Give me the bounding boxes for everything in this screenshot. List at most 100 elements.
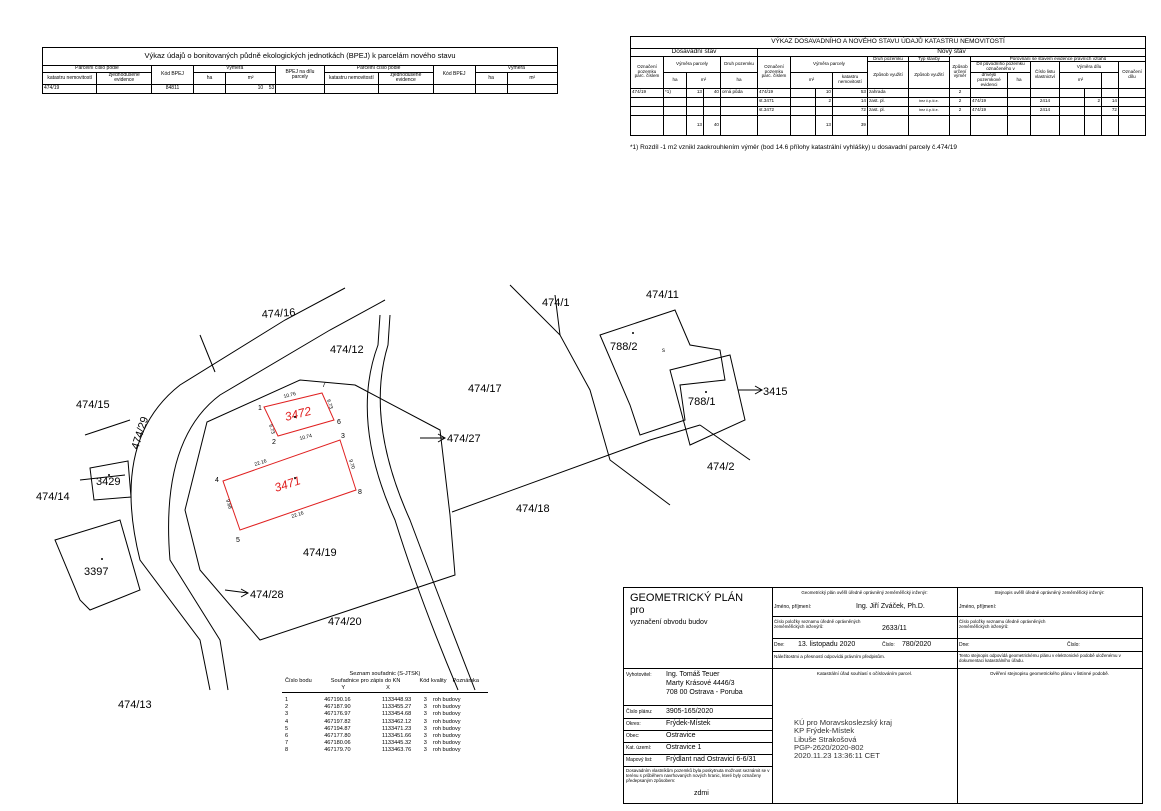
- vykaz-h-zpusob: Způsob využití: [867, 61, 909, 89]
- building-3397: [54, 519, 141, 611]
- point-6: 6: [337, 419, 341, 426]
- gp-stejnopis-title: Stejnopis ověřil úředně oprávněný zeměmě…: [994, 590, 1105, 595]
- coord-cell: roh budovy: [432, 704, 461, 711]
- gp-cislo: 3905-165/2020: [666, 708, 714, 715]
- coord-cell: 1133448.93: [382, 697, 412, 704]
- building-788-1: [669, 354, 746, 446]
- parcel-label-12: 474/17: [468, 383, 502, 395]
- gp-stamp-3: PGP-2620/2020-802: [794, 742, 864, 752]
- coord-cell: 467187.90: [324, 704, 351, 711]
- coord-cell: 3: [423, 718, 427, 725]
- parcel-474-2-line: [699, 424, 751, 461]
- parcel-label-9: 474/20: [328, 616, 362, 628]
- parcel-474-11-line: [554, 294, 561, 336]
- coord-cell: 2: [285, 704, 289, 711]
- arrow-3415: [738, 385, 764, 395]
- parcel-474-14-line: [79, 474, 126, 481]
- gp-cislo-polozky: 2633/11: [882, 625, 907, 632]
- point-8: 8: [358, 489, 362, 496]
- gp-dne3-label: Dne:: [959, 642, 970, 648]
- vykaz-h-m2-3: m²: [1059, 72, 1102, 89]
- coord-cell: 467176.97: [324, 711, 351, 718]
- gp-zdmi: zdmi: [694, 790, 709, 797]
- parcel-label-14: 474/11: [646, 289, 679, 301]
- coord-cell: 3: [423, 732, 427, 739]
- vykaz-title: VÝKAZ DOSAVADNÍHO A NOVÉHO STAVU ÚDAJŮ K…: [630, 36, 1146, 49]
- coord-cell: 1133445.32: [382, 739, 412, 746]
- gp-mapa: Frýdlant nad Ostravicí 6-6/31: [666, 756, 757, 763]
- building-788-2: [599, 309, 726, 436]
- gp-ku-souhlas: Katastrální úřad souhlasí s očíslováním …: [816, 671, 913, 676]
- vykaz-h-ha-2: ha: [720, 72, 758, 89]
- point-2: 2: [272, 439, 276, 446]
- gp-cislo2: 780/2020: [902, 641, 932, 648]
- building-3429: [89, 460, 132, 501]
- vykaz-h-ha-3: ha: [1007, 72, 1031, 89]
- geometric-plan-box: GEOMETRICKÝ PLÁN pro vyznačení obvodu bu…: [623, 587, 1143, 804]
- road-edge-outer: [130, 287, 346, 691]
- gp-cislo-polozky2-label: Číslo položky seznamu úředně oprávněných…: [959, 619, 1046, 630]
- coords-h-kod: Kód kvality: [419, 678, 447, 685]
- vykaz-h-lv: Číslo listu vlastnictví: [1030, 61, 1060, 89]
- parcel-474-15-line: [84, 419, 131, 436]
- parcel-label-13: 474/1: [542, 297, 570, 309]
- building-3471-label: 3471: [273, 473, 303, 495]
- coord-cell: 3: [423, 711, 427, 718]
- coord-cell: 467197.82: [324, 718, 351, 725]
- coord-cell: 467180.06: [324, 739, 351, 746]
- building-3472-outline: [263, 392, 335, 437]
- coord-cell: 3: [423, 746, 427, 753]
- vykaz-h-m2: m²: [686, 72, 721, 89]
- bpej-row-kod: 84811: [150, 83, 195, 94]
- bpej-col-zjed: zjednodušené evidence: [96, 71, 152, 85]
- coordinate-list: Seznam souřadnic (S-JTSK) Číslo bodu Sou…: [282, 671, 488, 754]
- point-1: 1: [258, 405, 262, 412]
- gp-stejnopis-text: Tento stejnopis odpovídá geometrickému p…: [959, 653, 1121, 664]
- coord-cell: 1133454.68: [382, 711, 412, 718]
- gp-okres: Frýdek-Místek: [666, 720, 711, 727]
- dim-4: 10.74: [299, 433, 313, 442]
- parcel-474-16-line: [199, 334, 216, 373]
- parcel-474-1-line: [509, 284, 671, 506]
- coord-cell: 3: [423, 739, 427, 746]
- gp-title2: pro: [630, 605, 645, 616]
- parcel-label-19: 474/18: [516, 503, 550, 515]
- parcel-label-18: 474/2: [707, 461, 735, 473]
- bpej-col-kod-2: Kód BPEJ: [432, 65, 476, 85]
- gp-ku: Ostravice 1: [666, 744, 702, 751]
- coord-cell: 1133455.27: [382, 704, 412, 711]
- dim-5: 22.16: [254, 458, 268, 468]
- coord-cell: roh budovy: [432, 739, 461, 746]
- coord-cell: 5: [285, 725, 289, 732]
- coords-title: Seznam souřadnic (S-JTSK): [349, 671, 421, 677]
- coord-cell: 1133463.76: [382, 746, 412, 753]
- coord-cell: 1133451.66: [382, 732, 412, 739]
- gp-cislo-label: Číslo plánu:: [626, 709, 653, 715]
- gp-jmeno2-label: Jméno, příjmení:: [959, 604, 997, 610]
- coords-h-pozn: Poznámka: [452, 678, 479, 685]
- coord-cell: 3: [285, 711, 289, 718]
- vykaz-h-zpusob-2: Způsob využití: [908, 61, 950, 89]
- parcel-label-5: 3429: [96, 476, 120, 488]
- dim-1: 10.76: [283, 391, 297, 400]
- coords-h-cislo: Číslo bodu: [285, 678, 312, 685]
- gp-vyhotovitel-2: 708 00 Ostrava - Poruba: [666, 689, 743, 696]
- parcel-label-10: 474/19: [303, 547, 337, 559]
- bpej-table: Výkaz údajů o bonitovaných půdně ekologi…: [41, 46, 559, 94]
- road-edge-right-2: [366, 314, 459, 691]
- gp-nalezitosti: Náležitostmi a přesností odpovídá právní…: [774, 654, 886, 659]
- gp-cislo2-label: Číslo:: [882, 642, 895, 648]
- parcel-label-1: 474/12: [330, 344, 364, 356]
- gp-obec: Ostravice: [666, 732, 696, 739]
- parcel-label-4: 474/14: [36, 491, 70, 503]
- coord-cell: roh budovy: [432, 697, 461, 704]
- parcel-label-0: 474/16: [261, 307, 295, 321]
- gp-vyhotovitel-0: Ing. Tomáš Teuer: [666, 671, 720, 678]
- arrow-474-27: [420, 433, 447, 443]
